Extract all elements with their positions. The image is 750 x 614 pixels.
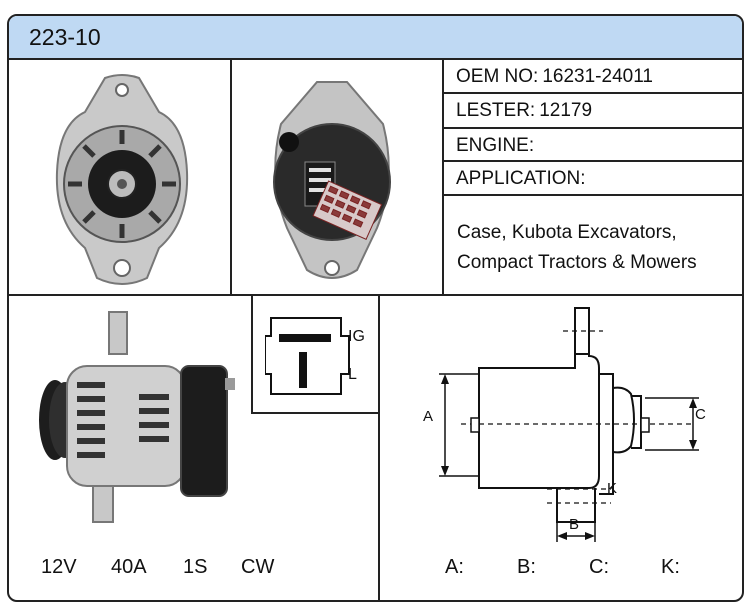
dimension-key-k: K: bbox=[661, 556, 680, 578]
application-line: Compact Tractors & Mowers bbox=[457, 252, 697, 273]
application-line: Case, Kubota Excavators, bbox=[457, 222, 677, 243]
spec-value: 12179 bbox=[539, 100, 593, 121]
spec-engine: ENGINE: bbox=[444, 129, 742, 162]
dimension-key-c: C: bbox=[589, 556, 609, 578]
pulley-value: 1S bbox=[183, 556, 208, 578]
dimension-drawing bbox=[439, 307, 699, 542]
part-number-title: 223-10 bbox=[29, 24, 101, 50]
divider bbox=[251, 296, 253, 414]
divider bbox=[444, 160, 742, 162]
spec-application: APPLICATION: bbox=[444, 162, 742, 195]
amperage-value: 40A bbox=[111, 556, 147, 578]
product-card: 223-10 OEM NO:16231-24011 LESTER:12179 E… bbox=[7, 14, 744, 602]
alternator-side-photo bbox=[39, 311, 235, 523]
divider bbox=[444, 127, 742, 129]
voltage-value: 12V bbox=[41, 556, 77, 578]
connector-ig-label: IG bbox=[348, 328, 365, 345]
dimension-b-label: B bbox=[569, 516, 580, 533]
dimension-key-b: B: bbox=[517, 556, 536, 578]
spec-oem: OEM NO:16231-24011 bbox=[444, 60, 742, 93]
spec-label: APPLICATION: bbox=[456, 168, 586, 189]
divider bbox=[251, 412, 380, 414]
divider bbox=[444, 92, 742, 94]
spec-label: OEM NO: bbox=[456, 66, 539, 87]
dimension-c-label: C bbox=[695, 406, 706, 423]
application-text: Case, Kubota Excavators, Compact Tractor… bbox=[457, 218, 697, 278]
rotation-value: CW bbox=[241, 556, 275, 578]
divider bbox=[230, 60, 232, 296]
divider bbox=[378, 296, 380, 600]
spec-label: ENGINE: bbox=[456, 135, 535, 156]
dimension-key-a: A: bbox=[445, 556, 464, 578]
connector-l-label: L bbox=[348, 366, 357, 383]
dimension-k-label: K bbox=[607, 480, 618, 497]
spec-label: LESTER: bbox=[456, 100, 536, 121]
spec-value: 16231-24011 bbox=[542, 66, 653, 87]
dimension-a-label: A bbox=[423, 408, 434, 425]
alternator-rear-photo bbox=[273, 81, 391, 279]
alternator-front-photo bbox=[55, 74, 189, 285]
connector-plug-diagram bbox=[265, 317, 350, 395]
header-bar: 223-10 bbox=[9, 16, 742, 60]
spec-lester: LESTER:12179 bbox=[444, 94, 742, 127]
divider bbox=[442, 60, 444, 296]
divider bbox=[9, 294, 742, 296]
divider bbox=[444, 194, 742, 196]
